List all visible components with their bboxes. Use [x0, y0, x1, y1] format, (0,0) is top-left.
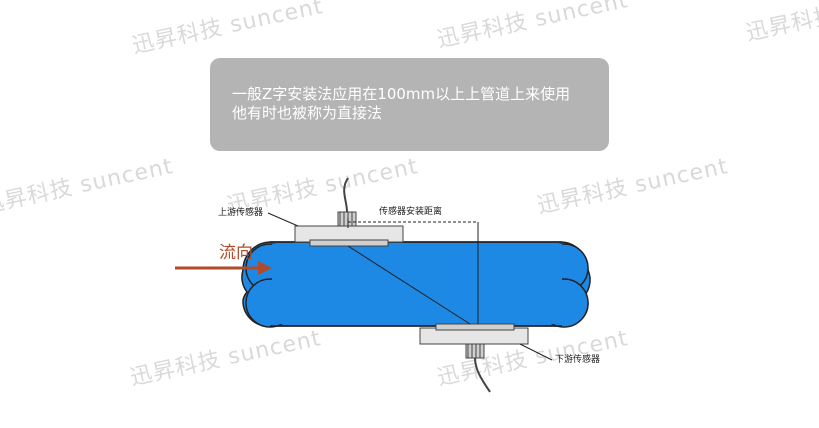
- flow-direction-label: 流向: [219, 243, 253, 263]
- distance-label: 传感器安装距离: [379, 205, 442, 217]
- downstream-sensor: [419, 323, 529, 393]
- upstream-sensor-label: 上游传感器: [218, 206, 263, 218]
- upstream-sensor: [294, 177, 404, 247]
- info-box: 一般Z字安装法应用在100mm以上上管道上来使用 他有时也被称为直接法: [210, 58, 609, 151]
- signal-path: [347, 245, 471, 325]
- downstream-sensor-label: 下游传感器: [555, 353, 600, 365]
- flow-arrow-head: [258, 261, 272, 275]
- info-line-2: 他有时也被称为直接法: [232, 104, 383, 122]
- info-line-1: 一般Z字安装法应用在100mm以上上管道上来使用: [232, 85, 571, 103]
